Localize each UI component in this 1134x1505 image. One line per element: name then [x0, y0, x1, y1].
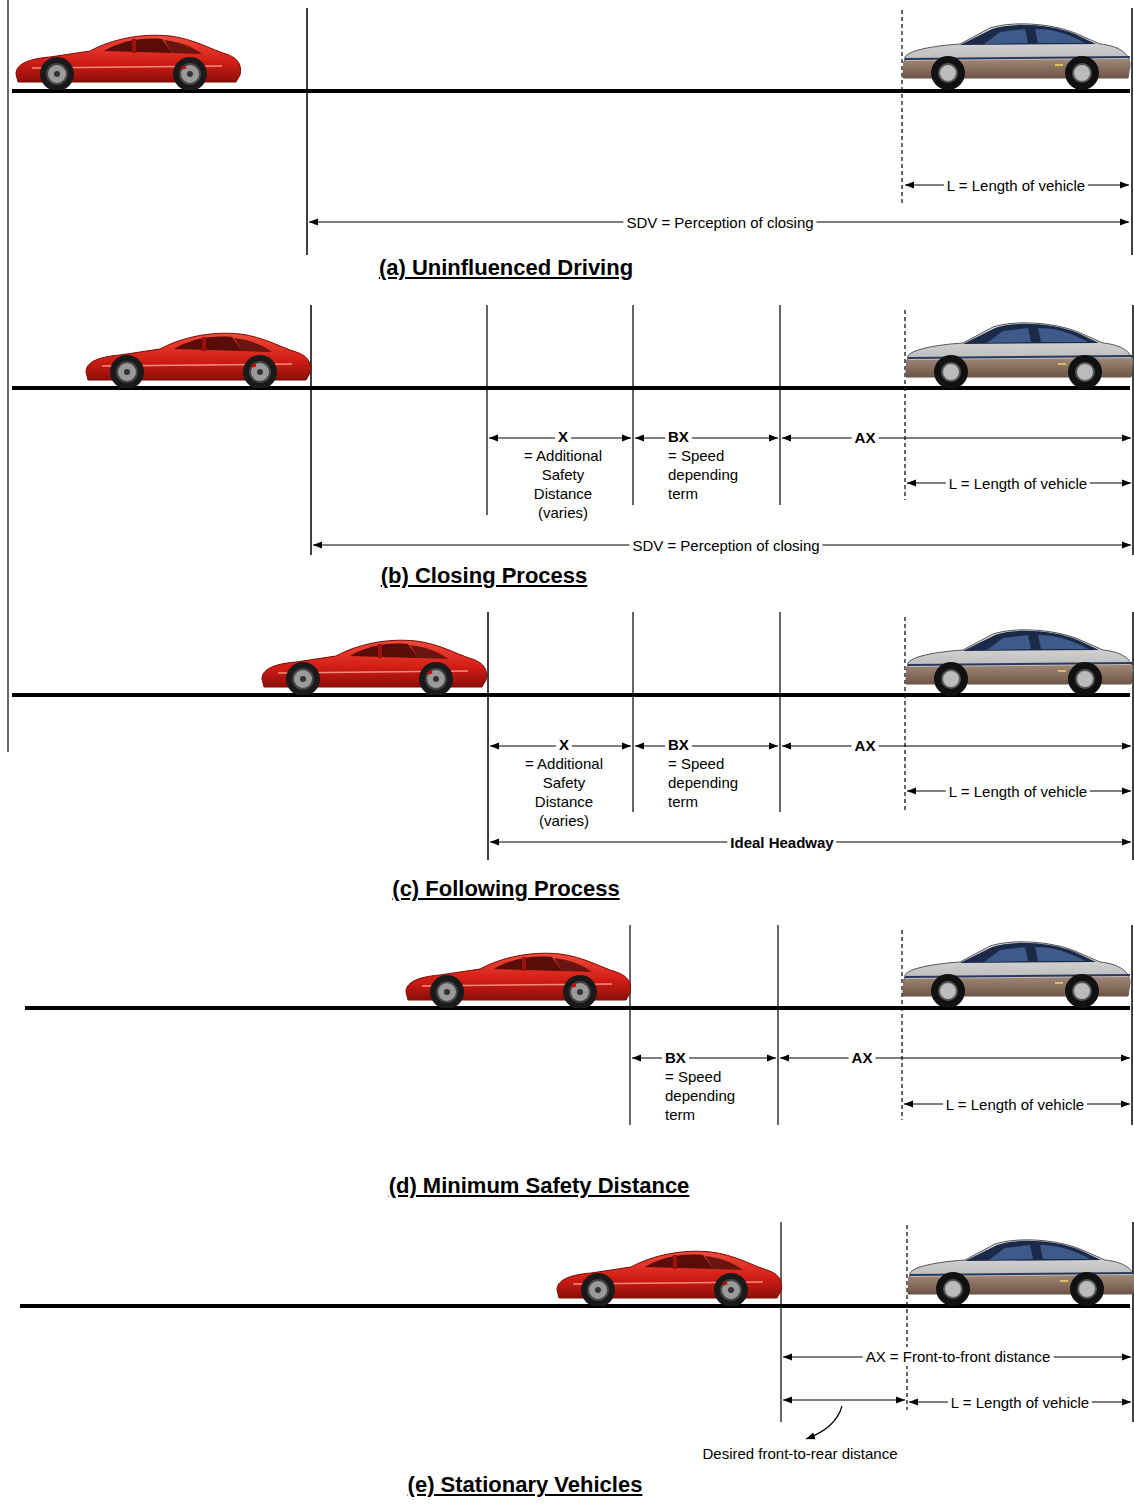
dimension-label: L = Length of vehicle: [944, 176, 1088, 195]
dimension-symbol: BX: [665, 735, 692, 754]
dimension-label: L = Length of vehicle: [948, 1393, 1092, 1412]
panel-heading: (e) Stationary Vehicles: [406, 1472, 645, 1498]
dimension-note: = Speed depending term: [665, 446, 763, 503]
dimension-label: AX = Front-to-front distance: [863, 1347, 1054, 1366]
lead-car: [908, 1240, 1134, 1306]
panel-heading: (a) Uninfluenced Driving: [377, 255, 635, 281]
panel-a: [12, 8, 1132, 255]
lead-car: [906, 630, 1133, 696]
leader-label: Desired front-to-rear distance: [699, 1444, 900, 1463]
border-line: [7, 0, 8, 752]
dimension-symbol: BX: [665, 427, 692, 446]
dimension-label: Ideal Headway: [727, 833, 836, 852]
panel-heading: (d) Minimum Safety Distance: [387, 1173, 692, 1199]
red-car: [86, 333, 311, 389]
dimension-symbol: AX: [849, 1048, 876, 1067]
lead-car: [906, 323, 1133, 389]
dimension-note: = Additional Safety Distance (varies): [511, 754, 617, 830]
dimension-note: = Speed depending term: [662, 1067, 760, 1124]
lead-car: [903, 24, 1130, 90]
panel-b: [12, 305, 1133, 555]
lead-car: [903, 942, 1130, 1008]
dimension-label: L = Length of vehicle: [946, 474, 1090, 493]
panel-heading: (b) Closing Process: [379, 563, 590, 589]
dimension-symbol: AX: [852, 428, 879, 447]
dimension-symbol: X: [555, 427, 571, 446]
panel-e: [20, 1222, 1133, 1439]
dimension-label: L = Length of vehicle: [946, 782, 1090, 801]
dimension-symbol: BX: [662, 1048, 689, 1067]
dimension-symbol: AX: [852, 736, 879, 755]
panel-d: [25, 925, 1132, 1125]
dimension-note: = Additional Safety Distance (varies): [510, 446, 616, 522]
dimension-label: SDV = Perception of closing: [629, 536, 822, 555]
red-car: [557, 1251, 782, 1307]
panel-heading: (c) Following Process: [390, 876, 621, 902]
panel-c: [12, 612, 1133, 860]
dimension-label: SDV = Perception of closing: [623, 213, 816, 232]
red-car: [406, 953, 631, 1009]
red-car: [262, 640, 487, 696]
dimension-label: L = Length of vehicle: [943, 1095, 1087, 1114]
dimension-note: = Speed depending term: [665, 754, 763, 811]
dimension-symbol: X: [556, 735, 572, 754]
red-car: [16, 35, 241, 91]
